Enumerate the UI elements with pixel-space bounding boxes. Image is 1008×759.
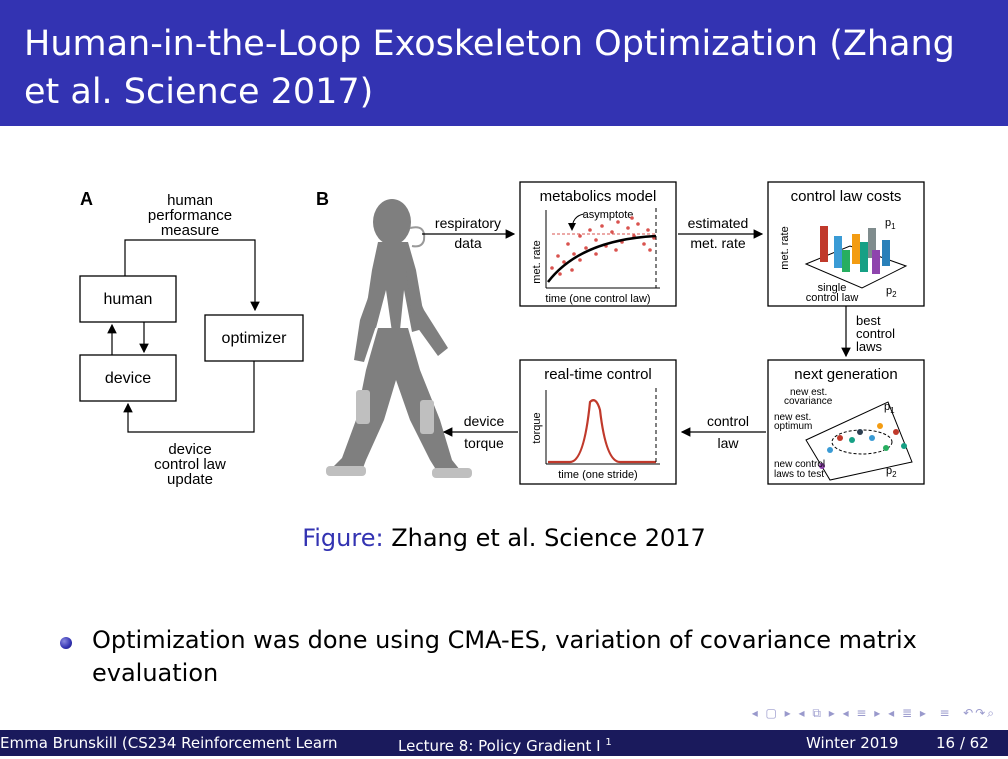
p2-label-costs: p2: [886, 285, 897, 299]
bullet-icon: [60, 637, 72, 649]
update-label-2: control law: [154, 456, 226, 473]
best-label-2: control: [856, 326, 895, 341]
asymptote-label: asymptote: [583, 209, 634, 221]
footer-title: Lecture 8: Policy Gradient I 1: [398, 737, 612, 755]
exoskeleton-figure: A human performance measure human optimi…: [79, 181, 925, 488]
optimizer-label: optimizer: [222, 330, 288, 347]
update-label-1: device: [168, 441, 211, 458]
human-label: human: [104, 291, 153, 308]
candidate-points: [819, 423, 907, 469]
respiratory-label-2: data: [454, 235, 481, 251]
caption-label: Figure:: [302, 524, 384, 552]
device-label: device: [105, 370, 151, 387]
bullet-text: Optimization was done using CMA-ES, vari…: [92, 626, 917, 687]
torque-axis-label: torque: [531, 412, 543, 443]
new-cov-label-2: covariance: [784, 396, 833, 407]
footer-bar: Emma Brunskill (CS234 Reinforcement Lear…: [0, 730, 1008, 756]
estimated-label-1: estimated: [688, 215, 749, 231]
best-label-1: best: [856, 313, 881, 328]
p1-label-costs: p1: [885, 217, 896, 231]
p2-label-nextgen: p2: [886, 465, 897, 479]
human-box: [79, 275, 177, 323]
metabolics-title: metabolics model: [540, 188, 657, 205]
time-stride-label: time (one stride): [558, 469, 637, 481]
control-law-costs-box: [767, 181, 925, 307]
performance-label-1: human: [167, 192, 213, 209]
control-law-label-2: law: [717, 435, 739, 451]
performance-label-3: measure: [161, 222, 219, 239]
slide-title: Human-in-the-Loop Exoskeleton Optimizati…: [24, 24, 955, 112]
footer-author: Emma Brunskill (CS234 Reinforcement Lear…: [0, 734, 338, 752]
panel-b-letter: B: [316, 189, 329, 209]
caption-text: Zhang et al. Science 2017: [383, 524, 706, 552]
new-opt-label-2: optimum: [774, 421, 812, 432]
metabolic-data-points: [550, 216, 656, 276]
title-bar: Human-in-the-Loop Exoskeleton Optimizati…: [0, 0, 1008, 126]
update-label-3: update: [167, 471, 213, 488]
next-gen-title: next generation: [794, 366, 897, 383]
control-law-label-costs: control law: [806, 292, 859, 304]
panel-a-letter: A: [80, 189, 93, 209]
single-label: single: [818, 282, 847, 294]
estimated-label-2: met. rate: [690, 235, 745, 251]
beamer-navigation-icons[interactable]: ◂ ▢ ▸ ◂ ⧉ ▸ ◂ ≡ ▸ ◂ ≣ ▸ ≡ ↶↷⌕: [751, 706, 996, 720]
footer-page: 16 / 62: [936, 734, 989, 752]
device-torque-label-2: torque: [464, 435, 504, 451]
exoskeleton-pads: [326, 390, 472, 478]
device-torque-label-1: device: [464, 413, 505, 429]
met-rate-axis-2: met. rate: [779, 226, 791, 269]
time-control-law-label: time (one control law): [545, 293, 650, 305]
cost-bars: [820, 226, 890, 274]
figure-caption: Figure: Zhang et al. Science 2017: [0, 524, 1008, 552]
respiratory-label-1: respiratory: [435, 215, 501, 231]
new-cov-label-1: new est.: [790, 387, 827, 398]
p1-label-nextgen: p1: [884, 401, 895, 415]
met-rate-axis-1: met. rate: [531, 240, 543, 283]
realtime-title: real-time control: [544, 366, 652, 383]
footer-date: Winter 2019: [806, 734, 899, 752]
best-label-3: laws: [856, 339, 883, 354]
costs-title: control law costs: [791, 188, 902, 205]
walking-person-silhouette: [330, 199, 460, 476]
new-opt-label-1: new est.: [774, 412, 811, 423]
performance-label-2: performance: [148, 207, 232, 224]
new-laws-label-1: new control: [774, 459, 825, 470]
footer-footnote: 1: [605, 737, 612, 748]
control-law-label-1: control: [707, 413, 749, 429]
new-laws-label-2: laws to test: [774, 469, 824, 480]
torque-curve: [548, 399, 656, 464]
device-box: [79, 354, 177, 402]
